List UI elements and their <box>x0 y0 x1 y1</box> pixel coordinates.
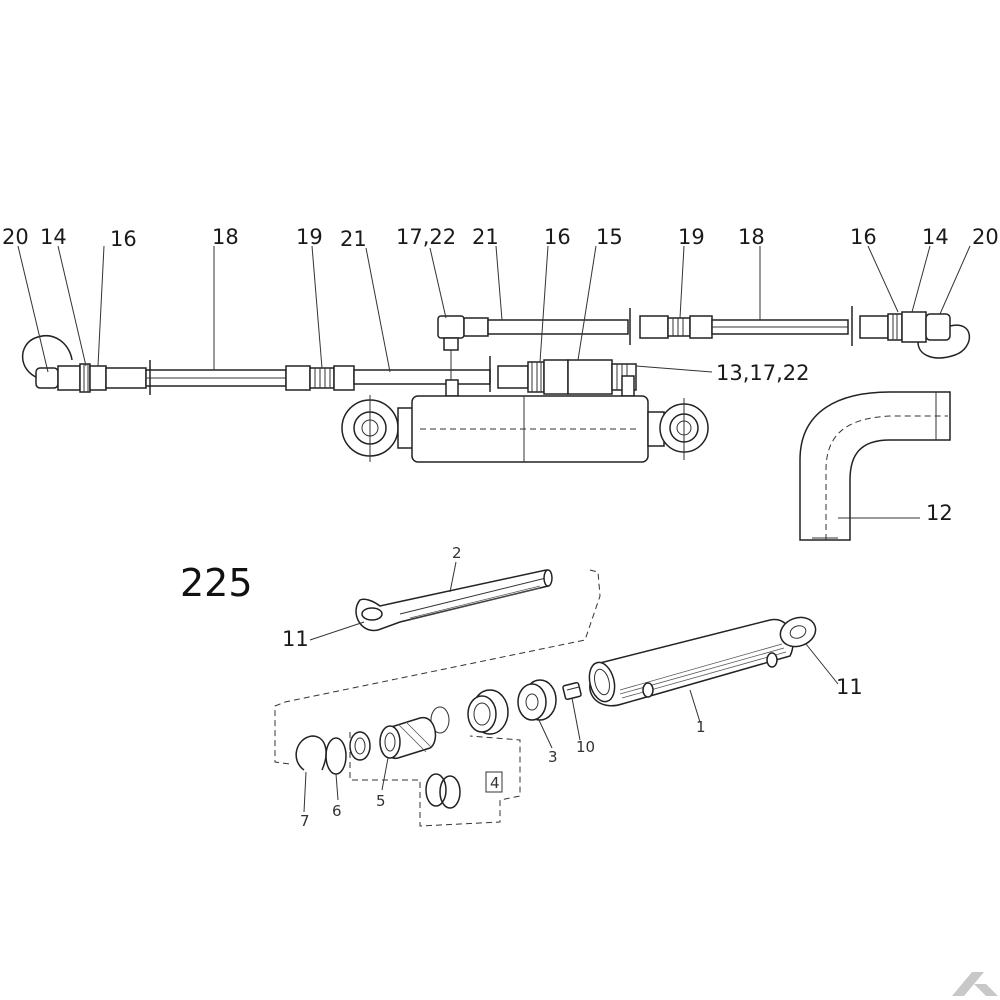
seal-kit-outline <box>274 569 601 765</box>
label-11-right: 11 <box>836 675 863 699</box>
label-11-left: 11 <box>282 627 309 651</box>
piston-seal <box>430 689 509 735</box>
coupler-right <box>859 311 951 343</box>
o-rings <box>425 773 461 809</box>
label-12: 12 <box>926 501 953 525</box>
label-10: 10 <box>576 738 595 756</box>
rod-guide <box>349 717 437 761</box>
label-1: 1 <box>696 718 706 736</box>
piston-rod <box>355 569 553 632</box>
label-20-left: 20 <box>2 225 29 249</box>
cylinder-barrel <box>588 616 817 707</box>
k-logo-icon <box>952 972 998 996</box>
label-16-center: 16 <box>544 225 571 249</box>
label-19-right: 19 <box>678 225 705 249</box>
label-3: 3 <box>548 748 558 766</box>
label-15: 15 <box>596 225 623 249</box>
dust-cap-left <box>21 335 73 379</box>
label-4-box <box>485 771 503 793</box>
cylinder-top <box>341 395 709 463</box>
center-fitting <box>497 359 637 397</box>
seal-group-outline <box>349 732 521 827</box>
label-21-right: 21 <box>472 225 499 249</box>
piston-nut <box>562 681 582 701</box>
hose-right <box>487 306 853 346</box>
label-13-17-22: 13,17,22 <box>716 361 810 385</box>
label-20-right: 20 <box>972 225 999 249</box>
label-19-left: 19 <box>296 225 323 249</box>
label-2: 2 <box>452 544 462 562</box>
snap-ring <box>295 735 327 771</box>
label-6: 6 <box>332 802 342 820</box>
label-5: 5 <box>376 792 386 810</box>
washer <box>325 737 347 775</box>
piston <box>517 679 557 721</box>
label-7: 7 <box>300 812 310 830</box>
leader-lines <box>17 245 971 813</box>
label-16-right: 16 <box>850 225 877 249</box>
label-14-right: 14 <box>922 225 949 249</box>
label-4: 4 <box>490 774 500 792</box>
label-16-left: 16 <box>110 227 137 251</box>
hose-guard <box>799 391 951 541</box>
label-21-left: 21 <box>340 227 367 251</box>
dust-cap-right <box>917 324 971 359</box>
label-17-22: 17,22 <box>396 225 456 249</box>
hose-left <box>145 356 491 395</box>
figure-number: 225 <box>180 561 253 605</box>
label-18-right: 18 <box>738 225 765 249</box>
coupler-left <box>35 363 147 393</box>
label-18-left: 18 <box>212 225 239 249</box>
label-14-left: 14 <box>40 225 67 249</box>
